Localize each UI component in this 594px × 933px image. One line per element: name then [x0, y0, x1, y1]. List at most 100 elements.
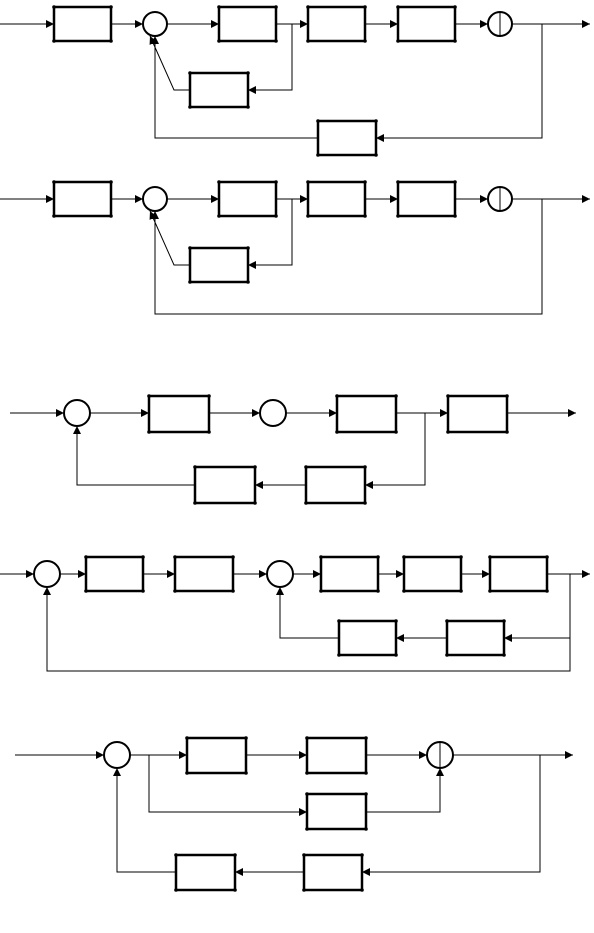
d5-parallel-block: [305, 792, 368, 831]
block-corner-dot: [246, 105, 250, 109]
block-corner-dot: [360, 888, 364, 892]
d4-feedback-block: [337, 619, 398, 657]
block-corner-dot: [109, 180, 113, 184]
d5-feedback-wire: [113, 768, 176, 873]
block-corner-dot: [394, 619, 398, 623]
block-corner-dot: [363, 501, 367, 505]
d3-summing-junction: [259, 399, 287, 427]
block-corner-dot: [217, 214, 221, 218]
block-corner-dot: [459, 589, 463, 593]
block-corner-dot: [363, 180, 367, 184]
block-corner-dot: [302, 888, 306, 892]
block-corner-dot: [363, 465, 367, 469]
diagram-3: [10, 394, 576, 505]
block-corner-dot: [374, 119, 378, 123]
block-corner-dot: [453, 39, 457, 43]
block-corner-dot: [374, 153, 378, 157]
block-corner-dot: [396, 180, 400, 184]
d3-summing-junction: [63, 399, 91, 427]
d2-block: [396, 180, 457, 218]
block-corner-dot: [217, 5, 221, 9]
d5-block: [305, 736, 368, 775]
d4-block: [402, 555, 463, 593]
block-corner-dot: [488, 555, 492, 559]
d4-feedback-block: [445, 619, 506, 657]
block-corner-dot: [305, 792, 309, 796]
d1-block: [306, 5, 367, 43]
block-corner-dot: [141, 589, 145, 593]
block-corner-dot: [396, 39, 400, 43]
block-corner-dot: [360, 853, 364, 857]
diagram-4: [0, 555, 590, 672]
d4-summing-junction: [266, 560, 294, 588]
block-corner-dot: [246, 71, 250, 75]
block-corner-dot: [305, 736, 309, 740]
block-corner-dot: [335, 430, 339, 434]
block-corner-dot: [253, 465, 257, 469]
d1-feedback-block: [188, 71, 250, 109]
d5-summing-junction: [103, 741, 131, 769]
block-corner-dot: [207, 394, 211, 398]
block-corner-dot: [335, 394, 339, 398]
d5-parallel-wire: [148, 755, 307, 816]
block-corner-dot: [545, 555, 549, 559]
block-corner-dot: [302, 853, 306, 857]
block-corner-dot: [274, 5, 278, 9]
block-corner-dot: [446, 394, 450, 398]
block-corner-dot: [173, 555, 177, 559]
block-corner-dot: [246, 280, 250, 284]
d2-summing-junction: [142, 186, 168, 212]
d4-inner-feedback-wire: [276, 587, 339, 639]
block-corner-dot: [453, 214, 457, 218]
block-corner-dot: [193, 465, 197, 469]
block-corner-dot: [364, 792, 368, 796]
d3-feedback-block: [193, 465, 257, 505]
block-corner-dot: [505, 430, 509, 434]
d4-outer-feedback-wire: [43, 587, 571, 672]
block-corner-dot: [445, 619, 449, 623]
block-corner-dot: [233, 888, 237, 892]
d2-feedback-block: [188, 246, 250, 284]
block-corner-dot: [316, 119, 320, 123]
block-corner-dot: [376, 589, 380, 593]
block-corner-dot: [363, 39, 367, 43]
d3-block: [147, 394, 211, 434]
block-corner-dot: [231, 555, 235, 559]
block-corner-dot: [52, 180, 56, 184]
d3-block: [335, 394, 398, 434]
block-corner-dot: [306, 39, 310, 43]
block-corner-dot: [364, 736, 368, 740]
block-corner-dot: [337, 619, 341, 623]
block-corner-dot: [274, 39, 278, 43]
block-corner-dot: [147, 394, 151, 398]
d2-outer-feedback-wire: [151, 199, 543, 315]
block-corner-dot: [364, 771, 368, 775]
block-corner-dot: [217, 39, 221, 43]
block-corner-dot: [402, 589, 406, 593]
block-corner-dot: [319, 589, 323, 593]
diagram-1: [0, 5, 590, 157]
block-corner-dot: [233, 853, 237, 857]
block-corner-dot: [274, 180, 278, 184]
block-corner-dot: [188, 246, 192, 250]
block-corner-dot: [173, 589, 177, 593]
d3-block: [446, 394, 509, 434]
d2-block: [306, 180, 367, 218]
d4-block: [319, 555, 380, 593]
block-corner-dot: [453, 180, 457, 184]
d1-inner-feedback-wire: [149, 35, 190, 91]
d4-block: [173, 555, 235, 593]
d3-feedback-block: [304, 465, 367, 505]
block-corner-dot: [394, 394, 398, 398]
d1-block: [396, 5, 457, 43]
block-corner-dot: [363, 5, 367, 9]
block-corner-dot: [305, 827, 309, 831]
block-corner-dot: [52, 5, 56, 9]
block-corner-dot: [396, 214, 400, 218]
block-corner-dot: [445, 653, 449, 657]
block-corner-dot: [244, 736, 248, 740]
block-corner-dot: [84, 589, 88, 593]
block-corner-dot: [304, 465, 308, 469]
d2-inner-feedback-wire: [248, 199, 293, 269]
